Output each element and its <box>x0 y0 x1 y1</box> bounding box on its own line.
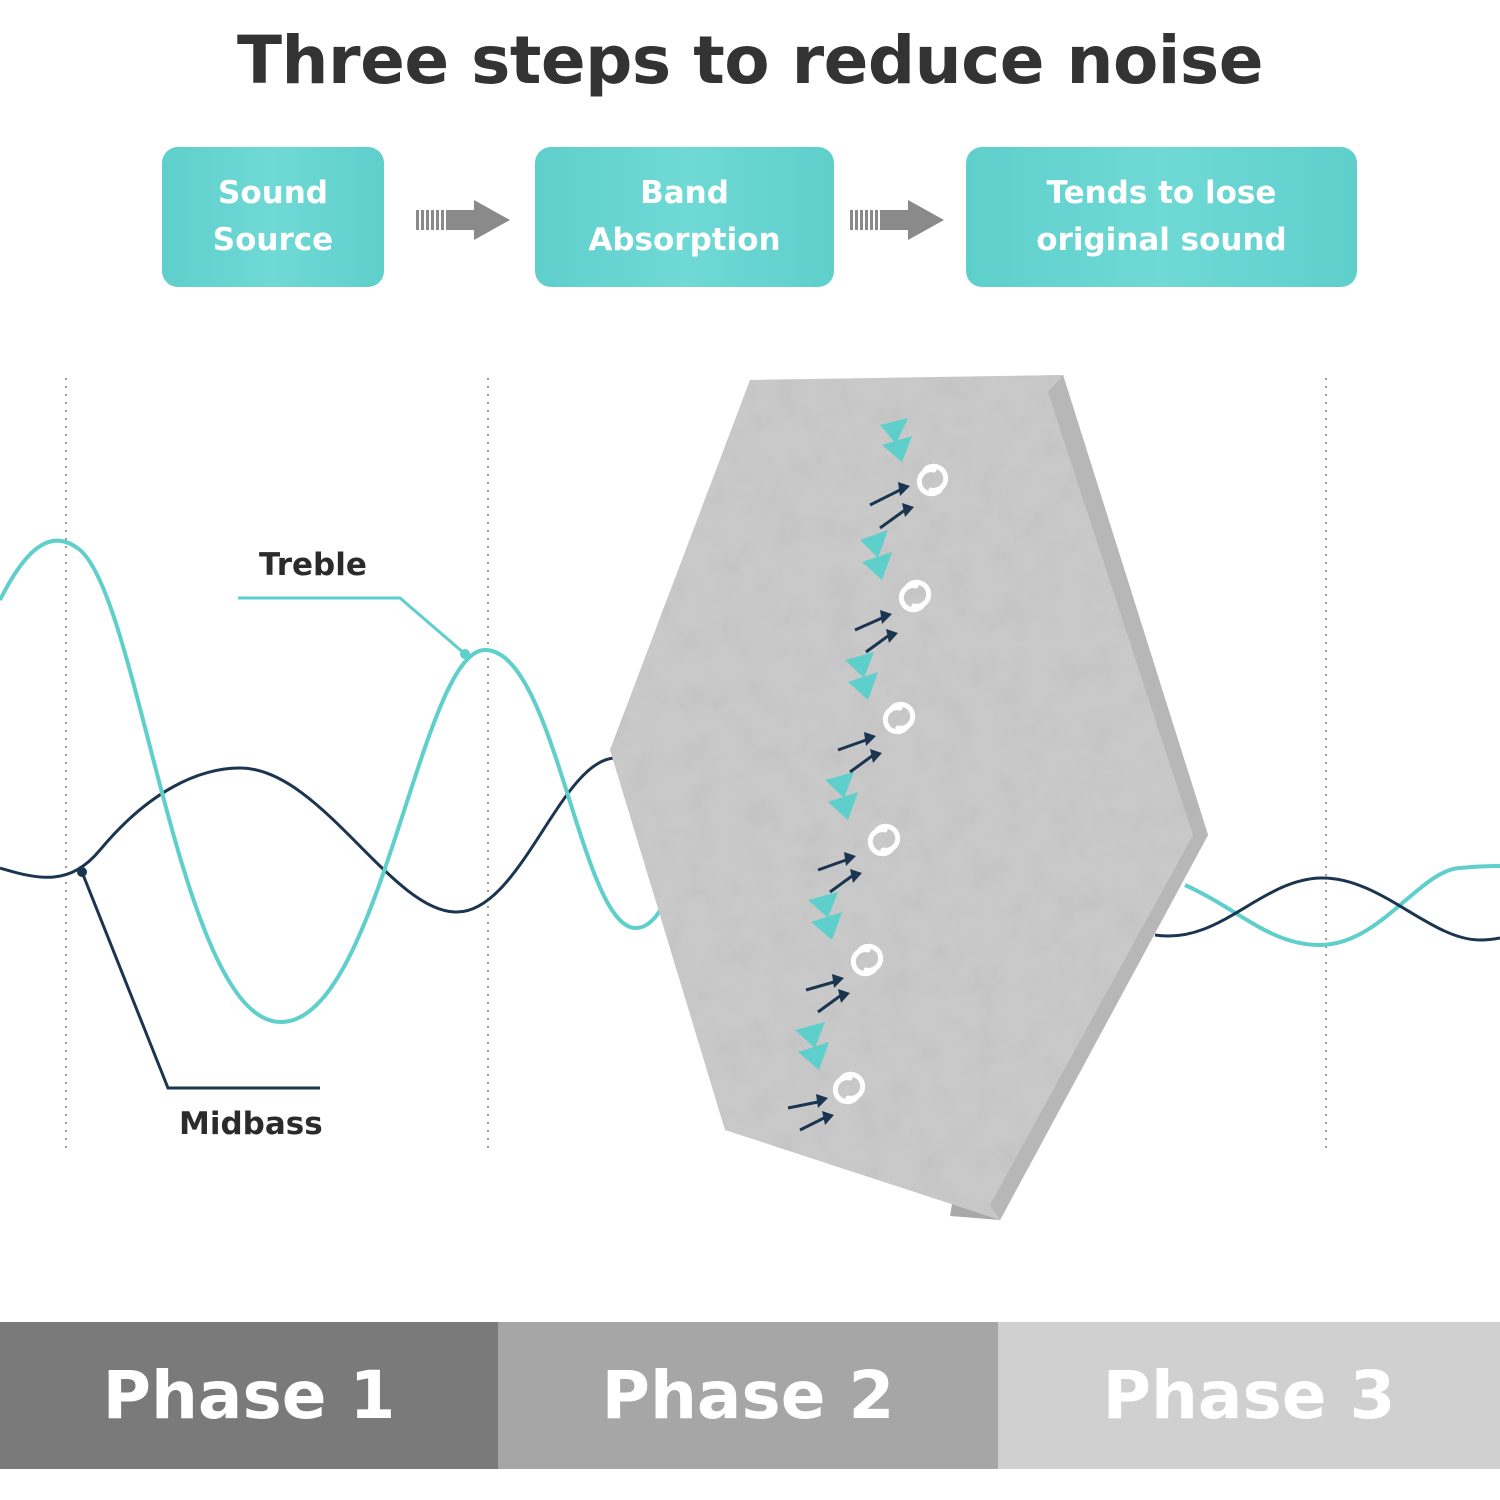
treble-label: Treble <box>259 547 367 583</box>
phase-label: Phase 3 <box>1102 1357 1396 1434</box>
midbass-leader <box>80 871 320 1090</box>
acoustic-panel <box>610 375 1208 1220</box>
midbass-wave-reduced <box>1154 876 1500 942</box>
phase-2: Phase 2 <box>498 1322 998 1469</box>
guide-lines <box>65 378 1327 1150</box>
step-line: Band <box>640 175 729 211</box>
step-line: Source <box>212 222 334 258</box>
page-title: Three steps to reduce noise <box>237 22 1263 99</box>
absorption-arrows <box>787 418 949 1132</box>
step-line: Sound <box>218 175 328 211</box>
phase-label: Phase 1 <box>102 1357 396 1434</box>
midbass-label: Midbass <box>179 1106 323 1142</box>
step-line: Absorption <box>588 222 781 258</box>
step-lose-original-sound: Tends to lose original sound <box>966 147 1357 287</box>
right-arrow-icon <box>416 200 510 240</box>
right-arrow-icon <box>850 200 944 240</box>
phase-3: Phase 3 <box>998 1322 1500 1469</box>
step-line: Tends to lose <box>1046 175 1277 211</box>
phase-1: Phase 1 <box>0 1322 498 1469</box>
wave-absorption-diagram <box>0 375 1500 1220</box>
treble-leader <box>238 596 466 656</box>
step-line: original sound <box>1036 222 1287 258</box>
phase-label: Phase 2 <box>601 1357 895 1434</box>
treble-wave-reduced <box>1184 864 1500 948</box>
